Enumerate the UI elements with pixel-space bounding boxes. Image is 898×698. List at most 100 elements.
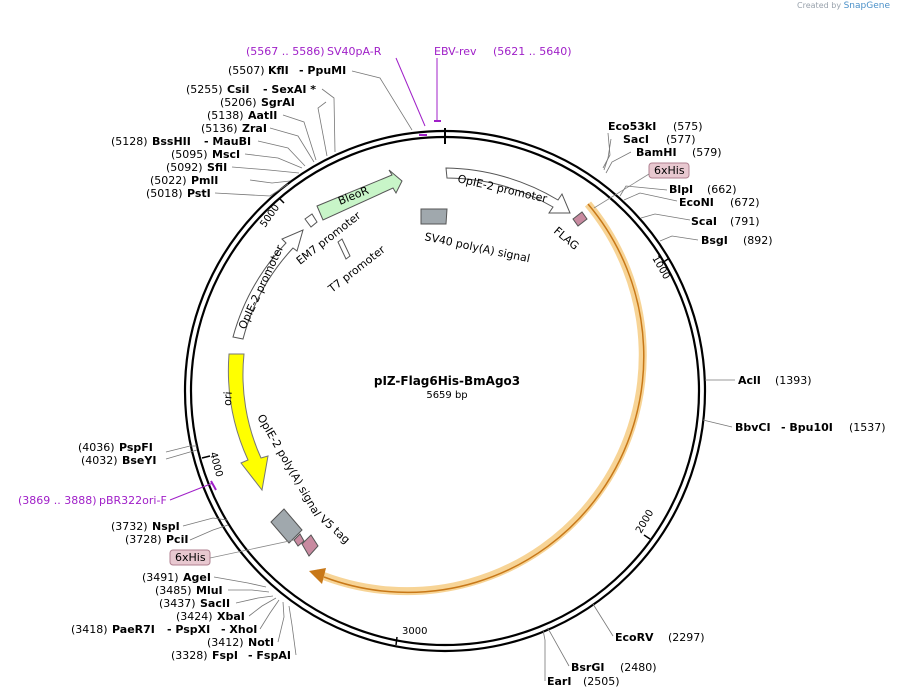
site-fspi: (3328) FspI - FspAI <box>171 649 291 662</box>
svg-text:(3412): (3412) <box>207 636 244 649</box>
tick-3000-mark <box>395 636 398 646</box>
svg-text:XbaI: XbaI <box>217 610 245 623</box>
site-bseyi: (4032)BseYI <box>81 454 156 467</box>
primer-pbr322-range: (3869 .. 3888) <box>18 494 97 507</box>
svg-text:ScaI: ScaI <box>691 215 717 228</box>
svg-text:SfiI: SfiI <box>207 161 227 174</box>
svg-text:Eco53kI: Eco53kI <box>608 120 656 133</box>
tick-5000-mark <box>278 197 285 204</box>
svg-text:BssHII: BssHII <box>152 135 191 148</box>
his-bottom-leader <box>209 539 295 559</box>
svg-text:(3437): (3437) <box>159 597 196 610</box>
site-zrai: (5136) ZraI <box>201 122 267 135</box>
svg-text:EcoRV: EcoRV <box>615 631 654 644</box>
tick-4000: 4000 <box>207 451 224 478</box>
svg-text:(579): (579) <box>692 146 722 159</box>
svg-text:SacII: SacII <box>200 597 230 610</box>
svg-text:SgrAI: SgrAI <box>261 96 295 109</box>
primer-ebv-rev-name: EBV-rev <box>434 45 477 58</box>
site-leader-lines <box>165 70 735 681</box>
svg-text:(3485): (3485) <box>155 584 192 597</box>
svg-text:FspI: FspI <box>212 649 238 662</box>
svg-text:BlpI: BlpI <box>669 183 693 196</box>
svg-text:(3418): (3418) <box>71 623 108 636</box>
sv40-polya-label: SV40 poly(A) signal <box>423 230 531 265</box>
his-bottom-box <box>169 549 211 566</box>
tick-2000-mark <box>643 534 651 540</box>
svg-text:BsrGI: BsrGI <box>571 661 604 674</box>
his-bottom-label: 6xHis <box>175 551 206 564</box>
svg-text:(3732): (3732) <box>111 520 148 533</box>
site-blpi: BlpI (662) <box>669 183 737 196</box>
primer-sv40pa-r: (5567 .. 5586) SV40pA-R <box>246 45 427 136</box>
site-sgrai: (5206) SgrAI <box>220 96 295 109</box>
em7-promoter-arrow <box>304 213 318 228</box>
svg-text:- FspAI: - FspAI <box>248 649 291 662</box>
plasmid-name: pIZ-Flag6His-BmAgo3 <box>374 374 520 388</box>
svg-text:(1393): (1393) <box>775 374 812 387</box>
site-bsshii: (5128)BssHII- MauBI <box>111 135 251 148</box>
svg-text:AgeI: AgeI <box>183 571 211 584</box>
svg-text:EarI: EarI <box>547 675 571 688</box>
plasmid-length: 5659 bp <box>426 390 467 401</box>
svg-text:AclI: AclI <box>738 374 761 387</box>
svg-text:(791): (791) <box>730 215 760 228</box>
site-csii: (5255)CsiI- SexAI * <box>186 83 316 96</box>
site-sfii: (5092) SfiI <box>166 161 227 174</box>
svg-text:(672): (672) <box>730 196 760 209</box>
primer-sv40pa-r-name: SV40pA-R <box>327 45 382 58</box>
tick-2000: 2000 <box>634 508 656 536</box>
site-saci: SacI(577) <box>623 133 696 146</box>
snapgene-brand: SnapGene <box>843 1 890 11</box>
bleor-arrow <box>316 169 403 221</box>
svg-text:(3328): (3328) <box>171 649 208 662</box>
opie2-polya-box <box>270 508 303 544</box>
site-pspfi: (4036) PspFI <box>78 441 153 454</box>
svg-text:(5206): (5206) <box>220 96 257 109</box>
svg-text:BsgI: BsgI <box>701 234 728 247</box>
svg-text:(5022): (5022) <box>150 174 187 187</box>
his-top-box <box>648 162 690 179</box>
svg-text:(662): (662) <box>707 183 737 196</box>
primer-ebv-rev-range: (5621 .. 5640) <box>493 45 572 58</box>
svg-text:BseYI: BseYI <box>122 454 156 467</box>
svg-text:- PpuMI: - PpuMI <box>299 64 346 77</box>
ori-arrow <box>227 353 269 492</box>
svg-text:(3424): (3424) <box>176 610 213 623</box>
site-eco53ki: Eco53kI(575) <box>608 120 703 133</box>
svg-text:(4036): (4036) <box>78 441 115 454</box>
t7-promoter-arrow <box>337 238 351 260</box>
svg-text:(3491): (3491) <box>142 571 179 584</box>
v5-tag-shape <box>301 534 319 557</box>
tick-4000-mark <box>201 455 211 459</box>
primer-pbr322-name: pBR322ori-F <box>99 494 167 507</box>
svg-text:SacI: SacI <box>623 133 649 146</box>
site-acli: AclI (1393) <box>738 374 812 387</box>
opie2-promoter-top-arrow <box>445 167 571 214</box>
svg-text:PspFI: PspFI <box>119 441 153 454</box>
svg-text:NspI: NspI <box>152 520 180 533</box>
site-nspi: (3732) NspI <box>111 520 180 533</box>
svg-text:(5095): (5095) <box>171 148 208 161</box>
site-aatii: (5138)AatII <box>207 109 277 122</box>
site-noti: (3412)NotI <box>207 636 274 649</box>
svg-text:ZraI: ZraI <box>242 122 267 135</box>
svg-text:PaeR7I: PaeR7I <box>112 623 155 636</box>
svg-text:(5018): (5018) <box>146 187 183 200</box>
svg-text:- XhoI: - XhoI <box>221 623 257 636</box>
primer-sv40pa-r-range: (5567 .. 5586) <box>246 45 325 58</box>
site-bbvci: BbvCI- Bpu10I(1537) <box>735 421 886 434</box>
site-sacii: (3437) SacII <box>159 597 230 610</box>
site-pcii: (3728)PciI <box>125 533 188 546</box>
site-paer7i: (3418)PaeR7I- PspXI- XhoI <box>71 623 257 636</box>
svg-text:(5092): (5092) <box>166 161 203 174</box>
svg-text:PstI: PstI <box>187 187 211 200</box>
svg-text:BamHI: BamHI <box>636 146 677 159</box>
svg-text:(5136): (5136) <box>201 122 238 135</box>
his-top-leader <box>593 173 650 209</box>
site-econi: EcoNI(672) <box>679 196 760 209</box>
site-pmli: (5022) PmlI <box>150 174 218 187</box>
svg-text:CsiI: CsiI <box>227 83 249 96</box>
site-psti: (5018) PstI <box>146 187 211 200</box>
svg-text:PmlI: PmlI <box>191 174 218 187</box>
